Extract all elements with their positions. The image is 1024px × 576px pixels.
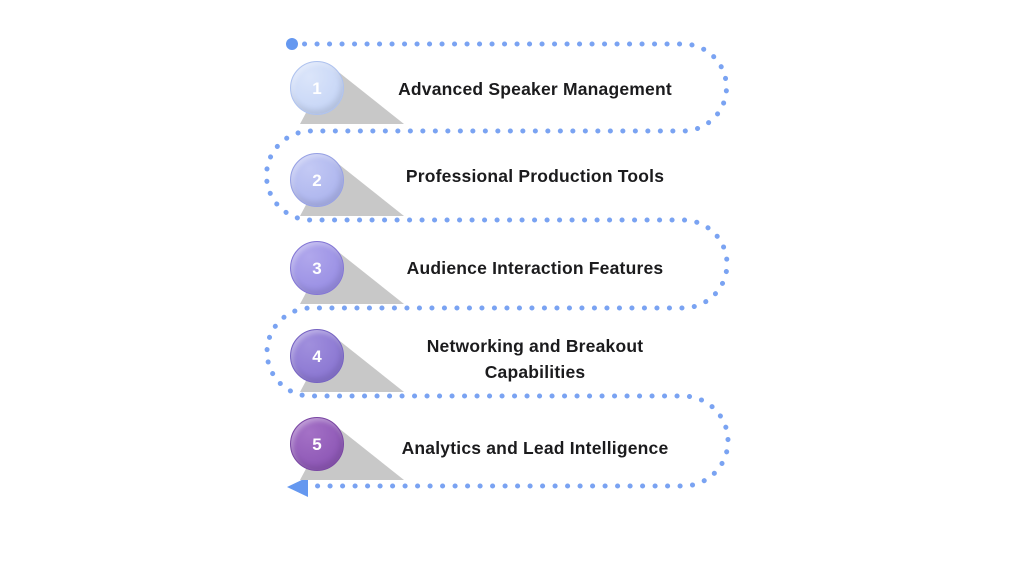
step-number-circle: 4 xyxy=(290,329,344,383)
step-label: Advanced Speaker Management xyxy=(398,78,672,99)
step-label: Professional Production Tools xyxy=(405,165,665,186)
path-start-dot-icon xyxy=(286,38,298,50)
step-number-circle: 2 xyxy=(290,153,344,207)
step-number-circle: 5 xyxy=(290,417,344,471)
step-number-circle: 1 xyxy=(290,61,344,115)
step-number: 1 xyxy=(312,78,322,98)
step-number-circle: 3 xyxy=(290,241,344,295)
step-number: 4 xyxy=(312,346,322,366)
step-label: Networking and Breakout Capabilities xyxy=(426,335,644,382)
dotted-path-line xyxy=(264,41,731,489)
step-number: 2 xyxy=(312,170,322,190)
step-label: Audience Interaction Features xyxy=(406,257,664,278)
step-number: 3 xyxy=(312,258,322,278)
step-number: 5 xyxy=(312,434,322,454)
path-end-arrow-icon xyxy=(287,477,308,497)
step-label: Analytics and Lead Intelligence xyxy=(401,437,669,458)
